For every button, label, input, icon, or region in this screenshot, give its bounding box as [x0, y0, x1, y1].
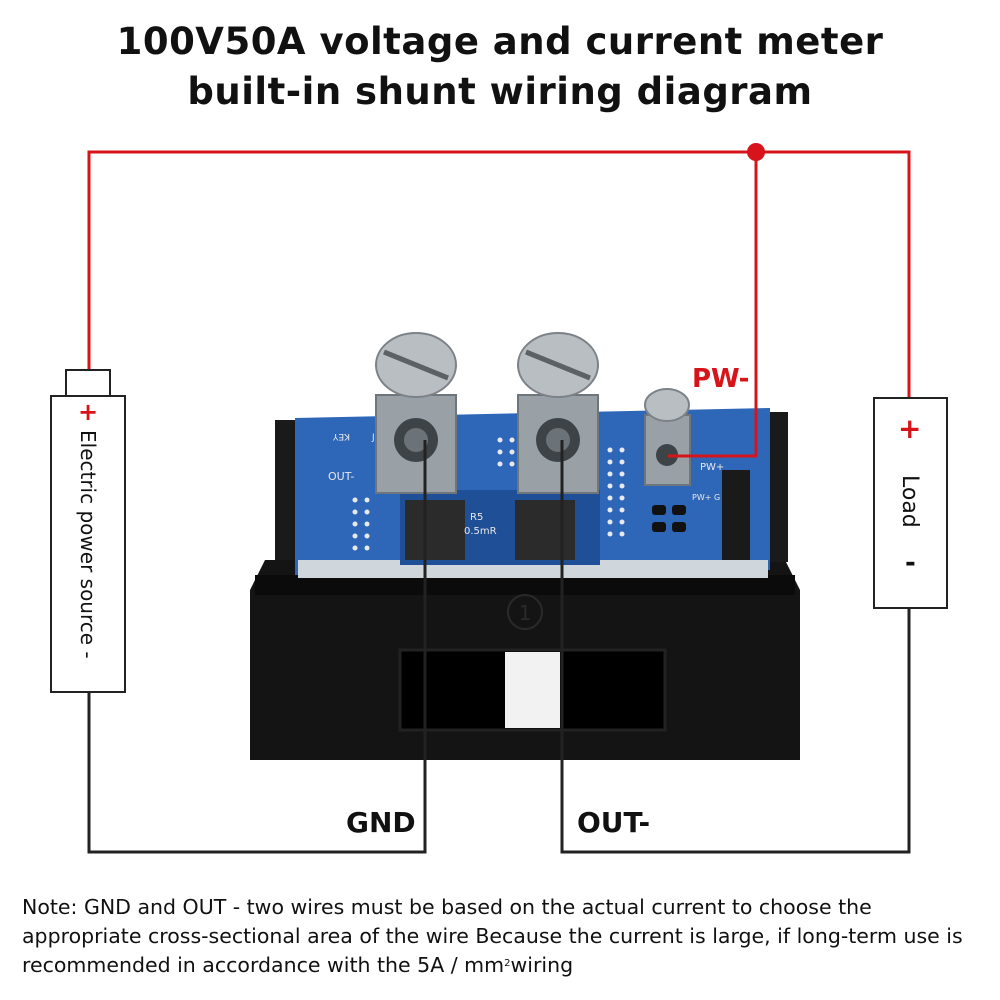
gnd-label: GND [346, 806, 416, 839]
pw-label: PW- [692, 364, 750, 394]
note-main: Note: GND and OUT - two wires must be ba… [22, 895, 963, 977]
pw-wire [668, 152, 758, 458]
junction-dot [747, 143, 765, 161]
source-plus: + [78, 398, 99, 426]
source-label: Electric power source - [76, 430, 100, 659]
note-tail: wiring [510, 953, 574, 977]
out-wire [560, 440, 911, 854]
load-minus: - [905, 548, 916, 578]
out-label: OUT- [577, 806, 651, 839]
silk-pw: PW+ [700, 462, 724, 473]
load-label: Load [897, 475, 922, 528]
power-source-box [50, 395, 126, 693]
silk-key: KEY [332, 431, 350, 441]
note-text: Note: GND and OUT - two wires must be ba… [22, 893, 982, 980]
panel-number: 1 [519, 601, 532, 625]
panel-number-mark [507, 594, 543, 630]
load-plus: + [898, 412, 922, 445]
load-box [873, 397, 948, 609]
pcb-chip [722, 470, 750, 560]
gnd-wire [87, 440, 427, 854]
meter-module: 1 KEY OUT- J1 R5 0.5mR PW+ PW+ G [250, 332, 800, 760]
silk-out: OUT- [328, 470, 354, 483]
battery-cap [65, 369, 111, 397]
positive-wire [87, 150, 911, 398]
title-line-1: 100V50A voltage and current meter [116, 20, 884, 63]
silk-pw-g: PW+ G [692, 493, 720, 502]
title-line-2: built-in shunt wiring diagram [187, 70, 813, 113]
note-sup: 2 [504, 958, 511, 969]
silk-r5: R5 [470, 512, 483, 523]
silk-shunt: 0.5mR [464, 526, 497, 537]
